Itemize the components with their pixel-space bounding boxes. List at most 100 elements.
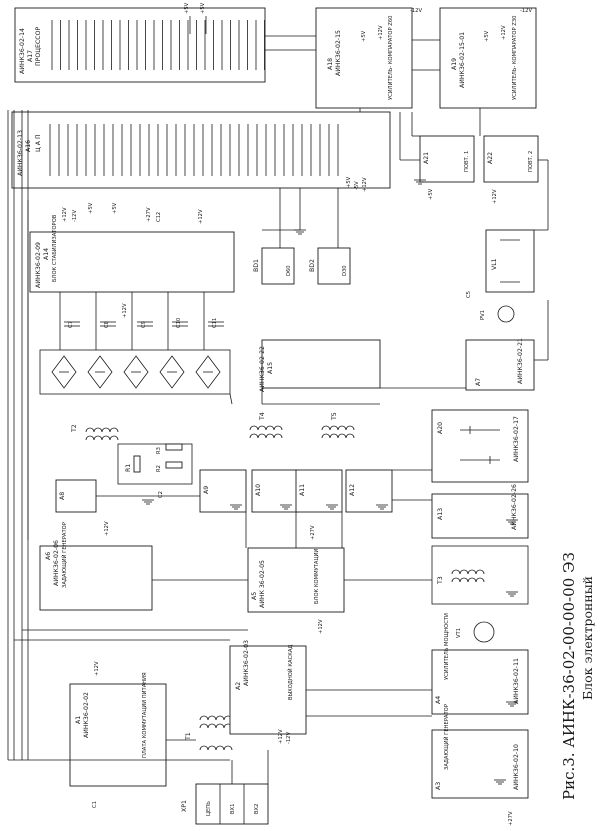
- svg-text:АИНК36-02-22: АИНК36-02-22: [259, 346, 266, 392]
- svg-text:VL1: VL1: [491, 258, 498, 270]
- block-a7: А7 АИНК36-02-21: [465, 338, 535, 391]
- caption-subtitle: Блок электронный: [580, 576, 595, 700]
- svg-text:+12V: +12V: [94, 661, 100, 676]
- svg-text:АИНК36-02-06: АИНК36-02-06: [53, 540, 60, 586]
- connector-xp1: ХР1 ЦЕПЬ ВХ1 ВХ2: [181, 783, 269, 825]
- rectifier-bridges: [39, 349, 231, 395]
- svg-text:АИНК36-02-15: АИНК36-02-15: [335, 30, 342, 76]
- block-a18: А18 АИНК36-02-15 УСИЛИТЕЛЬ- КОМПАРАТОР Z…: [315, 7, 422, 109]
- svg-text:ВХ2: ВХ2: [254, 804, 260, 814]
- svg-text:А1: А1: [75, 716, 82, 724]
- block-a11: А11: [295, 469, 343, 513]
- label-c2: С2: [158, 491, 164, 498]
- svg-text:+12V: +12V: [501, 25, 507, 40]
- svg-text:+5V: +5V: [88, 202, 94, 214]
- svg-text:А19: А19: [451, 58, 458, 70]
- svg-text:+5V: +5V: [428, 188, 434, 200]
- component-vt1: VT1: [456, 621, 495, 643]
- block-a22: А22 ПОВТ. 2 +12V: [483, 135, 539, 204]
- block-a6: А6 АИНК36-02-06 ЗАДАЮЩИЙ ГЕНЕРАТОР +12V: [39, 521, 153, 611]
- svg-text:+27V: +27V: [310, 525, 316, 540]
- svg-text:ПОВТ. 2: ПОВТ. 2: [528, 151, 534, 172]
- svg-text:А21: А21: [423, 152, 430, 164]
- svg-text:УСИЛИТЕЛЬ- КОМПАРАТОР Z30: УСИЛИТЕЛЬ- КОМПАРАТОР Z30: [512, 16, 518, 100]
- svg-text:А12: А12: [349, 484, 356, 496]
- svg-text:+5V: +5V: [361, 30, 367, 42]
- svg-text:АИНК 36-02-05: АИНК 36-02-05: [259, 560, 266, 608]
- svg-text:+12V: +12V: [318, 619, 324, 634]
- block-a4: А4 УСИЛИТЕЛЬ МОЩНОСТИ АИНК36-02-11: [431, 613, 529, 715]
- svg-text:АИНК36-02-10: АИНК36-02-10: [513, 744, 520, 790]
- svg-text:А6: А6: [45, 552, 52, 560]
- svg-text:С10: С10: [176, 318, 182, 328]
- label-t2: Т2: [71, 424, 78, 433]
- block-bd1: BD1 D60: [253, 247, 295, 285]
- svg-text:-12V: -12V: [286, 732, 292, 744]
- block-a8: А8: [55, 479, 97, 513]
- svg-text:АИНК36-02-03: АИНК36-02-03: [243, 640, 250, 686]
- svg-text:R3: R3: [156, 447, 162, 454]
- svg-text:А18: А18: [327, 58, 334, 70]
- svg-text:R2: R2: [156, 465, 162, 472]
- svg-text:А3: А3: [435, 782, 442, 790]
- caption: Рис.3. АИНК-36-02-00-00-00 ЭЗ Блок элект…: [560, 552, 595, 800]
- svg-text:-5V: -5V: [354, 181, 360, 190]
- svg-text:+27V: +27V: [508, 811, 514, 826]
- svg-text:С7: С7: [68, 321, 74, 328]
- block-a17: АИНК36-02-14 А17 ПРОЦЕССОР: [14, 7, 266, 83]
- svg-text:+12V: +12V: [278, 729, 284, 744]
- svg-text:ПОВТ. 1: ПОВТ. 1: [464, 151, 470, 172]
- svg-text:А10: А10: [255, 484, 262, 496]
- svg-text:АИНК36-02-13: АИНК36-02-13: [17, 130, 24, 176]
- block-bd2: BD2 D30: [309, 247, 351, 285]
- component-t1: Т1: [185, 732, 192, 741]
- svg-text:ВЫХОДНОЙ КАСКАД: ВЫХОДНОЙ КАСКАД: [287, 645, 294, 700]
- svg-text:+27V: +27V: [146, 207, 152, 222]
- svg-text:С1: С1: [92, 801, 98, 808]
- svg-text:АИНК36-02-11: АИНК36-02-11: [513, 658, 520, 704]
- svg-text:+12V: +12V: [104, 521, 110, 536]
- block-a17-name: ПРОЦЕССОР: [35, 27, 42, 66]
- resistors: R1 R3 R2: [117, 443, 193, 485]
- svg-text:ВХ1: ВХ1: [230, 804, 236, 814]
- block-a17-part: АИНК36-02-14: [19, 28, 26, 74]
- svg-text:+12V: +12V: [122, 303, 128, 318]
- svg-text:ПЛАТА КОММУТАЦИИ ПИТАНИЯ: ПЛАТА КОММУТАЦИИ ПИТАНИЯ: [142, 672, 148, 758]
- block-a2: А2 АИНК36-02-03 ВЫХОДНОЙ КАСКАД +12V -12…: [229, 640, 307, 744]
- svg-text:-12V: -12V: [72, 210, 78, 222]
- svg-text:BD1: BD1: [253, 259, 260, 272]
- block-a16: АИНК36-02-13 А16 Ц А П +5V -5V +12V: [11, 111, 391, 192]
- component-pv1: PV1 С5: [466, 291, 515, 323]
- block-a15: А15 АИНК36-02-22: [259, 339, 381, 392]
- svg-text:R1: R1: [125, 464, 132, 472]
- svg-text:УСИЛИТЕЛЬ- КОМПАРАТОР Z60: УСИЛИТЕЛЬ- КОМПАРАТОР Z60: [388, 16, 394, 100]
- svg-text:А2: А2: [235, 682, 242, 690]
- wiring: [7, 35, 549, 785]
- svg-text:А11: А11: [299, 484, 306, 496]
- svg-text:Т3: Т3: [437, 576, 444, 585]
- svg-text:С11: С11: [212, 318, 218, 328]
- svg-text:+5V: +5V: [184, 2, 190, 14]
- svg-text:А7: А7: [475, 378, 482, 386]
- label-t4: Т4: [259, 412, 266, 421]
- svg-text:ЗАДАЮЩИЙ ГЕНЕРАТОР: ЗАДАЮЩИЙ ГЕНЕРАТОР: [61, 522, 68, 588]
- svg-text:-12V: -12V: [520, 8, 532, 14]
- svg-text:А8: А8: [59, 492, 66, 500]
- svg-text:Т1: Т1: [185, 732, 192, 741]
- svg-text:VT1: VT1: [456, 628, 462, 638]
- svg-text:С8: С8: [104, 321, 110, 328]
- svg-text:А13: А13: [437, 508, 444, 520]
- svg-text:АИНК36-02-21: АИНК36-02-21: [517, 338, 524, 384]
- svg-text:А16: А16: [25, 140, 32, 152]
- svg-text:А20: А20: [437, 422, 444, 434]
- block-a14: АИНК36-02-09 А14 БЛОК СТАБИЛИЗАТОРОВ +12…: [29, 202, 235, 293]
- svg-text:+5V: +5V: [346, 176, 352, 188]
- svg-text:D60: D60: [286, 265, 292, 276]
- svg-text:Ц А П: Ц А П: [35, 134, 42, 152]
- label-t5: Т5: [331, 412, 338, 421]
- capacitors-row: С7 С8 С9 С10 С11 +12V: [68, 303, 218, 328]
- block-a3: А3 ЗАДАЮЩИЙ ГЕНЕРАТОР АИНК36-02-10 +27V: [431, 704, 529, 826]
- svg-text:PV1: PV1: [480, 310, 486, 320]
- block-a20: А20 АИНК36-02-17: [431, 409, 529, 483]
- component-t3: Т3: [431, 545, 529, 605]
